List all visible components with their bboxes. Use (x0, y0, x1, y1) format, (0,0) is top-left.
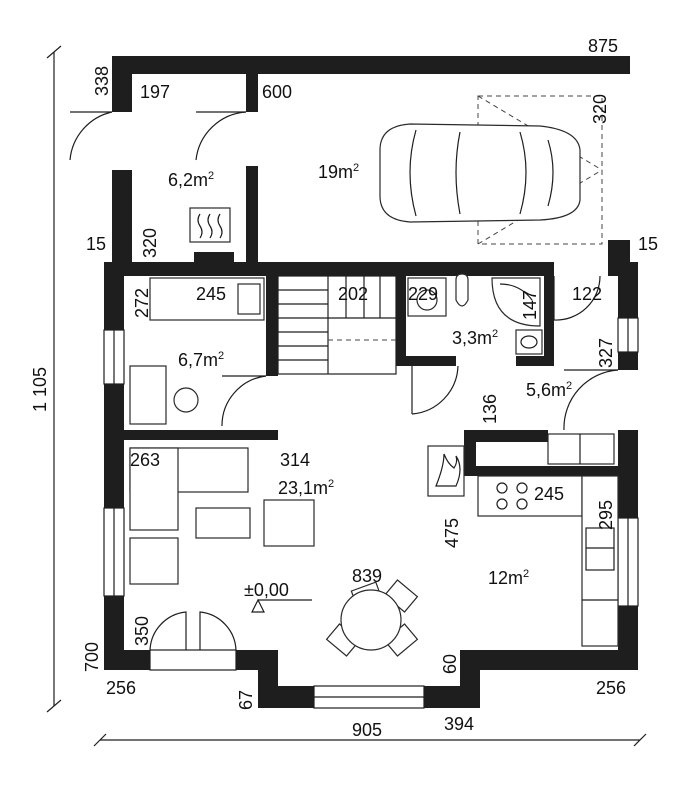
dim-garage-width: 600 (262, 82, 292, 102)
dim-garage-depth: 320 (590, 94, 610, 124)
doors (69, 111, 619, 651)
area-kitchen: 12m2 (488, 568, 529, 588)
dim-total-height: 1 105 (30, 367, 50, 412)
dim-living-left: 263 (130, 450, 160, 470)
area-study: 6,7m2 (178, 350, 224, 370)
dimension-lines (46, 45, 647, 747)
dim-top-right: 875 (588, 36, 618, 56)
dim-left-bottom: 700 (82, 642, 102, 672)
dim-dining: 839 (352, 566, 382, 586)
dim-level: ±0,00 (244, 580, 289, 600)
level-marker (251, 598, 312, 613)
dim-study-depth: 272 (132, 288, 152, 318)
living-furniture (129, 447, 315, 585)
dim-vestibule-depth: 320 (140, 228, 160, 258)
stairs (277, 275, 397, 375)
kitchen-counter (477, 433, 619, 647)
dim-kitchen-length: 475 (442, 518, 462, 548)
dim-right-wall-gap: 15 (638, 234, 658, 254)
dim-bottom-right-offset: 256 (596, 678, 626, 698)
dim-bath-depth: 147 (520, 290, 540, 320)
area-hall: 5,6m2 (526, 380, 572, 400)
area-garage: 19m2 (318, 162, 359, 182)
dim-hall-depth: 327 (596, 338, 616, 368)
dim-kitchen-width: 245 (534, 484, 564, 504)
dim-kitchen-depth: 295 (596, 500, 616, 530)
dim-stairs-width: 202 (338, 284, 368, 304)
dining-table (325, 579, 419, 657)
dim-bay-depth: 67 (236, 690, 256, 710)
dim-bay-right-width: 394 (444, 714, 474, 734)
dim-left-bottom-height: 350 (132, 616, 152, 646)
area-living: 23,1m2 (278, 478, 334, 498)
windows (103, 317, 639, 709)
dim-hall-width: 122 (572, 284, 602, 304)
dim-left-top: 338 (92, 66, 112, 96)
garage-car (379, 95, 603, 245)
study-furniture (129, 277, 265, 425)
dim-bay-right: 60 (440, 654, 460, 674)
fireplace-icon (427, 445, 465, 497)
heater-icon (189, 207, 231, 243)
dimension-labels: 875 338 197 600 320 15 320 15 272 245 20… (30, 36, 658, 740)
dim-living-width: 314 (280, 450, 310, 470)
area-vestibule: 6,2m2 (168, 170, 214, 190)
dim-left-wall-gap: 15 (86, 234, 106, 254)
area-bathroom: 3,3m2 (452, 328, 498, 348)
walls (104, 56, 638, 708)
dim-study-width: 245 (196, 284, 226, 304)
dim-bath-width: 229 (408, 284, 438, 304)
room-areas: 6,2m2 19m2 6,7m2 3,3m2 5,6m2 23,1m2 12m2 (168, 162, 572, 588)
bathroom-fixtures (407, 273, 543, 355)
dim-vestibule-width: 197 (140, 82, 170, 102)
dim-bottom-left-offset: 256 (106, 678, 136, 698)
dim-total-width: 905 (352, 720, 382, 740)
dim-hall-door: 136 (480, 394, 500, 424)
